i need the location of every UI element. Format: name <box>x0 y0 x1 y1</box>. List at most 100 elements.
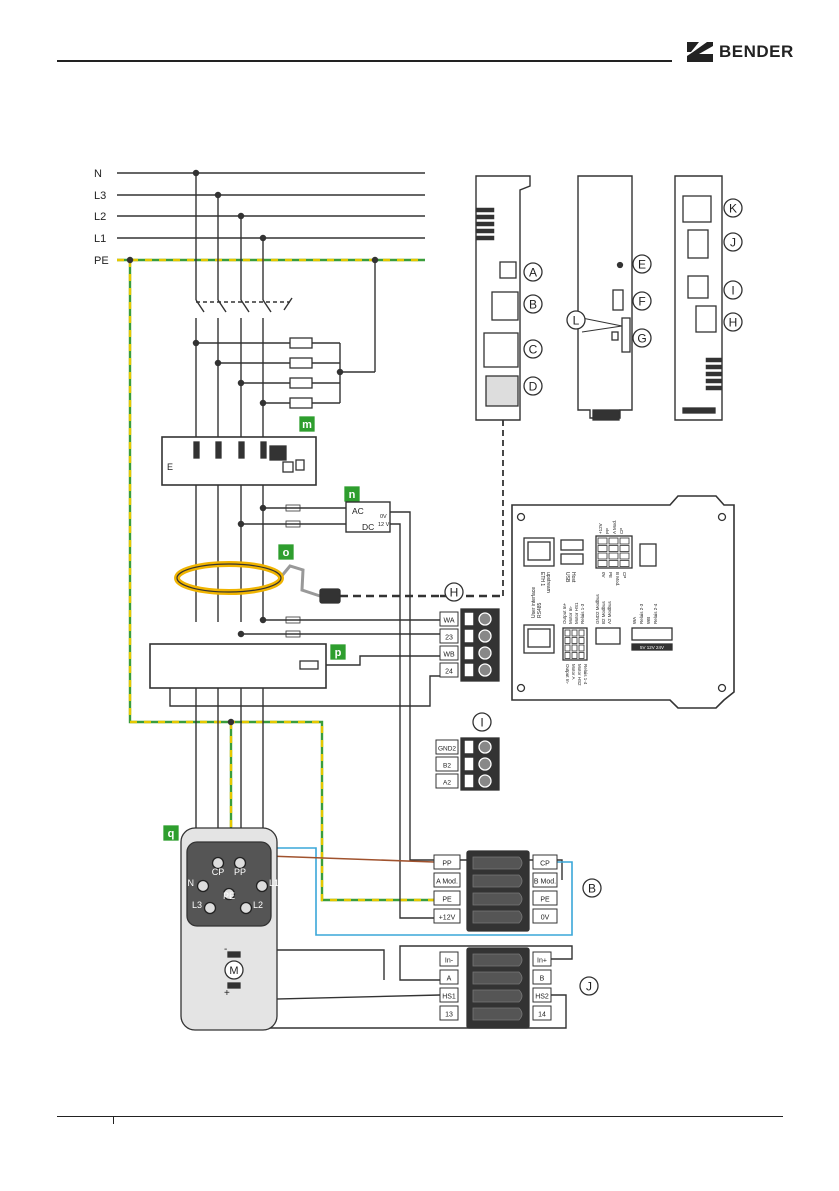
callout-letter: J <box>730 236 736 250</box>
mount-hole <box>717 512 727 522</box>
pin-cell <box>571 652 578 659</box>
board-label: Motor HS1 <box>574 602 579 624</box>
ct-cable <box>278 564 321 598</box>
rcd-trip-coil <box>269 445 287 461</box>
terminal-label <box>439 1005 459 1021</box>
callout-circle <box>723 232 743 252</box>
contactor-box <box>149 643 327 689</box>
terminal-screw <box>478 757 492 771</box>
vent-slot <box>705 371 723 377</box>
terminal-slot <box>464 612 474 626</box>
terminal-label-text: A Mod. <box>436 878 458 885</box>
pin-cell <box>578 652 585 659</box>
surge-arrester <box>289 357 313 369</box>
bender-logo-icon <box>687 42 713 62</box>
board-label: Relais 1-4 <box>583 664 588 685</box>
vent-slot <box>705 364 723 370</box>
surge-arrester <box>289 397 313 409</box>
psu-box <box>345 501 391 533</box>
terminal-label <box>532 890 558 906</box>
board-label: 5V 12V 24V <box>640 645 664 650</box>
component-tag <box>299 416 315 432</box>
terminal-label-text: 0V <box>541 914 550 921</box>
motor-brush <box>227 982 241 989</box>
pin-cell <box>597 560 608 567</box>
relay-connector-bar <box>631 643 673 651</box>
terminal-label-text: GND2 <box>438 745 456 752</box>
board-label: Output In+ <box>562 602 567 624</box>
pin-cell <box>619 560 630 567</box>
psu-0v: 0V <box>380 514 387 520</box>
callout-letter: I <box>480 716 483 730</box>
terminal-screw <box>478 629 492 643</box>
terminal-label-text: B <box>540 975 545 982</box>
rcd-coil <box>193 441 200 459</box>
spring-clamp <box>472 856 523 870</box>
pin-cell <box>597 537 608 545</box>
breaker-contact <box>262 299 272 313</box>
socket-pin <box>239 901 253 915</box>
footer-tick <box>113 1116 114 1124</box>
rcd-mark: E <box>167 462 173 472</box>
terminal-label <box>435 773 459 789</box>
terminal-label-text: 13 <box>445 1011 453 1018</box>
pin-cell <box>608 545 619 552</box>
junction-dot <box>371 256 379 264</box>
aux-connector <box>639 543 657 567</box>
pin-cell <box>564 652 571 659</box>
pin-cell <box>608 552 619 560</box>
pin-cell <box>619 545 630 552</box>
socket-pin <box>203 901 217 915</box>
board-label: upstream <box>545 572 551 593</box>
terminal-slot <box>464 629 474 643</box>
terminal-label-text: HS2 <box>535 993 549 1000</box>
board-label: +12V <box>598 523 603 534</box>
modbus-connector <box>595 627 621 645</box>
indicator <box>611 331 619 341</box>
terminal-screw <box>478 646 492 660</box>
mount-hole <box>717 683 727 693</box>
button-f <box>612 289 624 311</box>
socket-pin-label: CP <box>212 867 225 877</box>
callout-circle <box>723 280 743 300</box>
pin-cell <box>619 552 630 560</box>
rcd-coil <box>260 441 267 459</box>
vent-slot <box>475 235 495 241</box>
motor-circle <box>224 960 244 980</box>
pin-cell <box>608 537 619 545</box>
callout-circle <box>582 878 602 898</box>
callout-circle <box>472 712 492 732</box>
psu-12v: 12 V <box>378 522 390 528</box>
contactor-coil <box>299 660 319 670</box>
socket-pin-label: L3 <box>192 900 202 910</box>
rcd-coil <box>215 441 222 459</box>
terminal-label-text: WB <box>443 651 455 658</box>
port-i <box>687 275 709 299</box>
fuse-dashed <box>285 520 301 528</box>
vent-slot <box>705 378 723 384</box>
board-label: PE <box>608 572 613 578</box>
board-label: WA <box>632 617 637 624</box>
board-label: Output In- <box>565 664 570 685</box>
board-label: USB <box>564 572 570 583</box>
board-label: ETH 1 <box>539 572 545 586</box>
relay-connector <box>631 627 673 641</box>
spring-clamp <box>472 989 523 1003</box>
spring-clamp <box>472 971 523 985</box>
callout-letter: C <box>529 343 538 357</box>
vent-slot <box>475 207 495 213</box>
pin-cell <box>578 644 585 652</box>
terminal-slot <box>464 774 474 788</box>
board-label: Relais 2-3 <box>639 603 644 624</box>
header-rule <box>57 60 672 62</box>
socket-pin <box>255 879 269 893</box>
psu-12v-wire <box>390 523 440 919</box>
terminal-label-text: PP <box>442 860 452 867</box>
board-label: Host <box>570 572 576 583</box>
board-label: WB <box>646 617 651 624</box>
junction-dot <box>237 379 245 387</box>
board-label: GND2 Modbus <box>595 593 600 624</box>
component-tag <box>344 486 360 502</box>
junction-dot <box>192 339 200 347</box>
pin-cell <box>608 560 619 567</box>
